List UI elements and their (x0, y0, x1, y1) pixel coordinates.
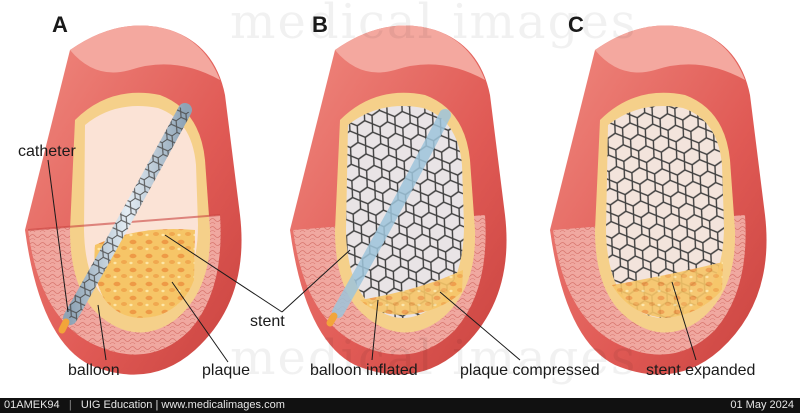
watermark-bottom: medical images (230, 330, 638, 386)
label-plaque-compressed: plaque compressed (460, 362, 600, 379)
panel-label-b: B (312, 12, 328, 37)
label-balloon-inflated: balloon inflated (310, 362, 418, 379)
leader-stent-a (164, 234, 283, 313)
catheter-tip (58, 318, 70, 334)
leader-stent-expanded (671, 281, 697, 361)
panel-label-c: C (568, 12, 584, 37)
label-balloon: balloon (68, 362, 120, 379)
label-stent: stent (250, 313, 285, 330)
footer-separator: | (62, 399, 78, 411)
label-catheter: catheter (18, 143, 76, 160)
panel-b-catheter (326, 109, 451, 327)
catheter-tip-b (326, 312, 338, 327)
leader-balloon (97, 304, 107, 361)
label-plaque: plaque (202, 362, 251, 379)
leader-plaque-compressed (439, 291, 521, 361)
leader-balloon-inflated (371, 299, 379, 361)
panel-label-a: A (52, 12, 68, 37)
footer-bar: 01AMEK94 | UIG Education | www.medicalim… (0, 398, 800, 413)
leader-catheter (47, 159, 69, 313)
footer-date: 01 May 2024 (730, 399, 794, 411)
footer-credit: UIG Education | www.medicalimages.com (80, 399, 285, 411)
watermark-top: medical images (230, 0, 638, 50)
leader-lines (47, 159, 697, 363)
panel-c-artery (550, 25, 767, 375)
footer-left: 01AMEK94 | UIG Education | www.medicalim… (4, 398, 285, 413)
leader-stent-b (281, 249, 351, 313)
panel-a-catheter (58, 103, 192, 334)
image-id: 01AMEK94 (4, 399, 60, 411)
leader-plaque (171, 281, 229, 363)
label-stent-expanded: stent expanded (646, 362, 756, 379)
artery-stent-illustration (25, 25, 767, 375)
